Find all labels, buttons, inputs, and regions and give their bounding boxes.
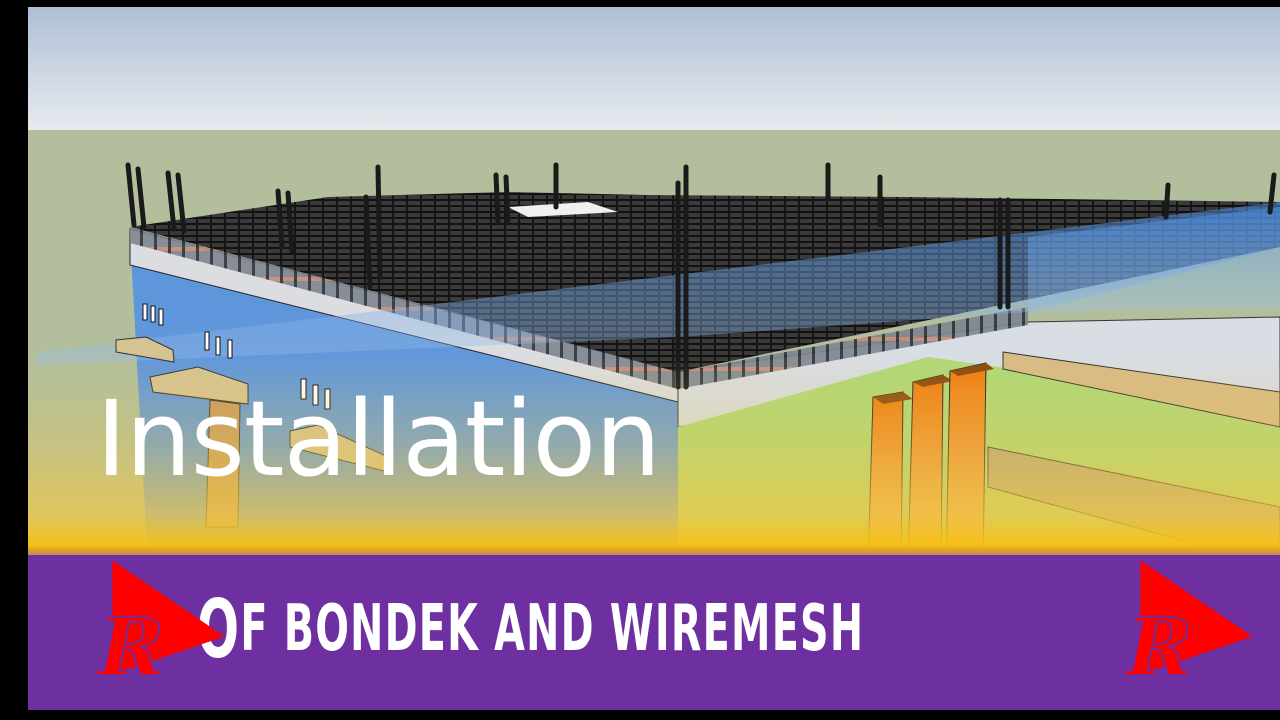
title-installation: Installation bbox=[96, 378, 661, 500]
purple-banner bbox=[28, 555, 1280, 710]
yellow-gradient-overlay bbox=[28, 357, 1280, 557]
channel-logo-play-icon: R bbox=[95, 560, 225, 695]
svg-text:R: R bbox=[96, 600, 164, 694]
svg-text:R: R bbox=[1124, 600, 1192, 694]
subtitle-rest: F BONDEK AND WIREMESH bbox=[240, 592, 865, 666]
channel-logo-play-icon-right: R bbox=[1123, 560, 1253, 695]
